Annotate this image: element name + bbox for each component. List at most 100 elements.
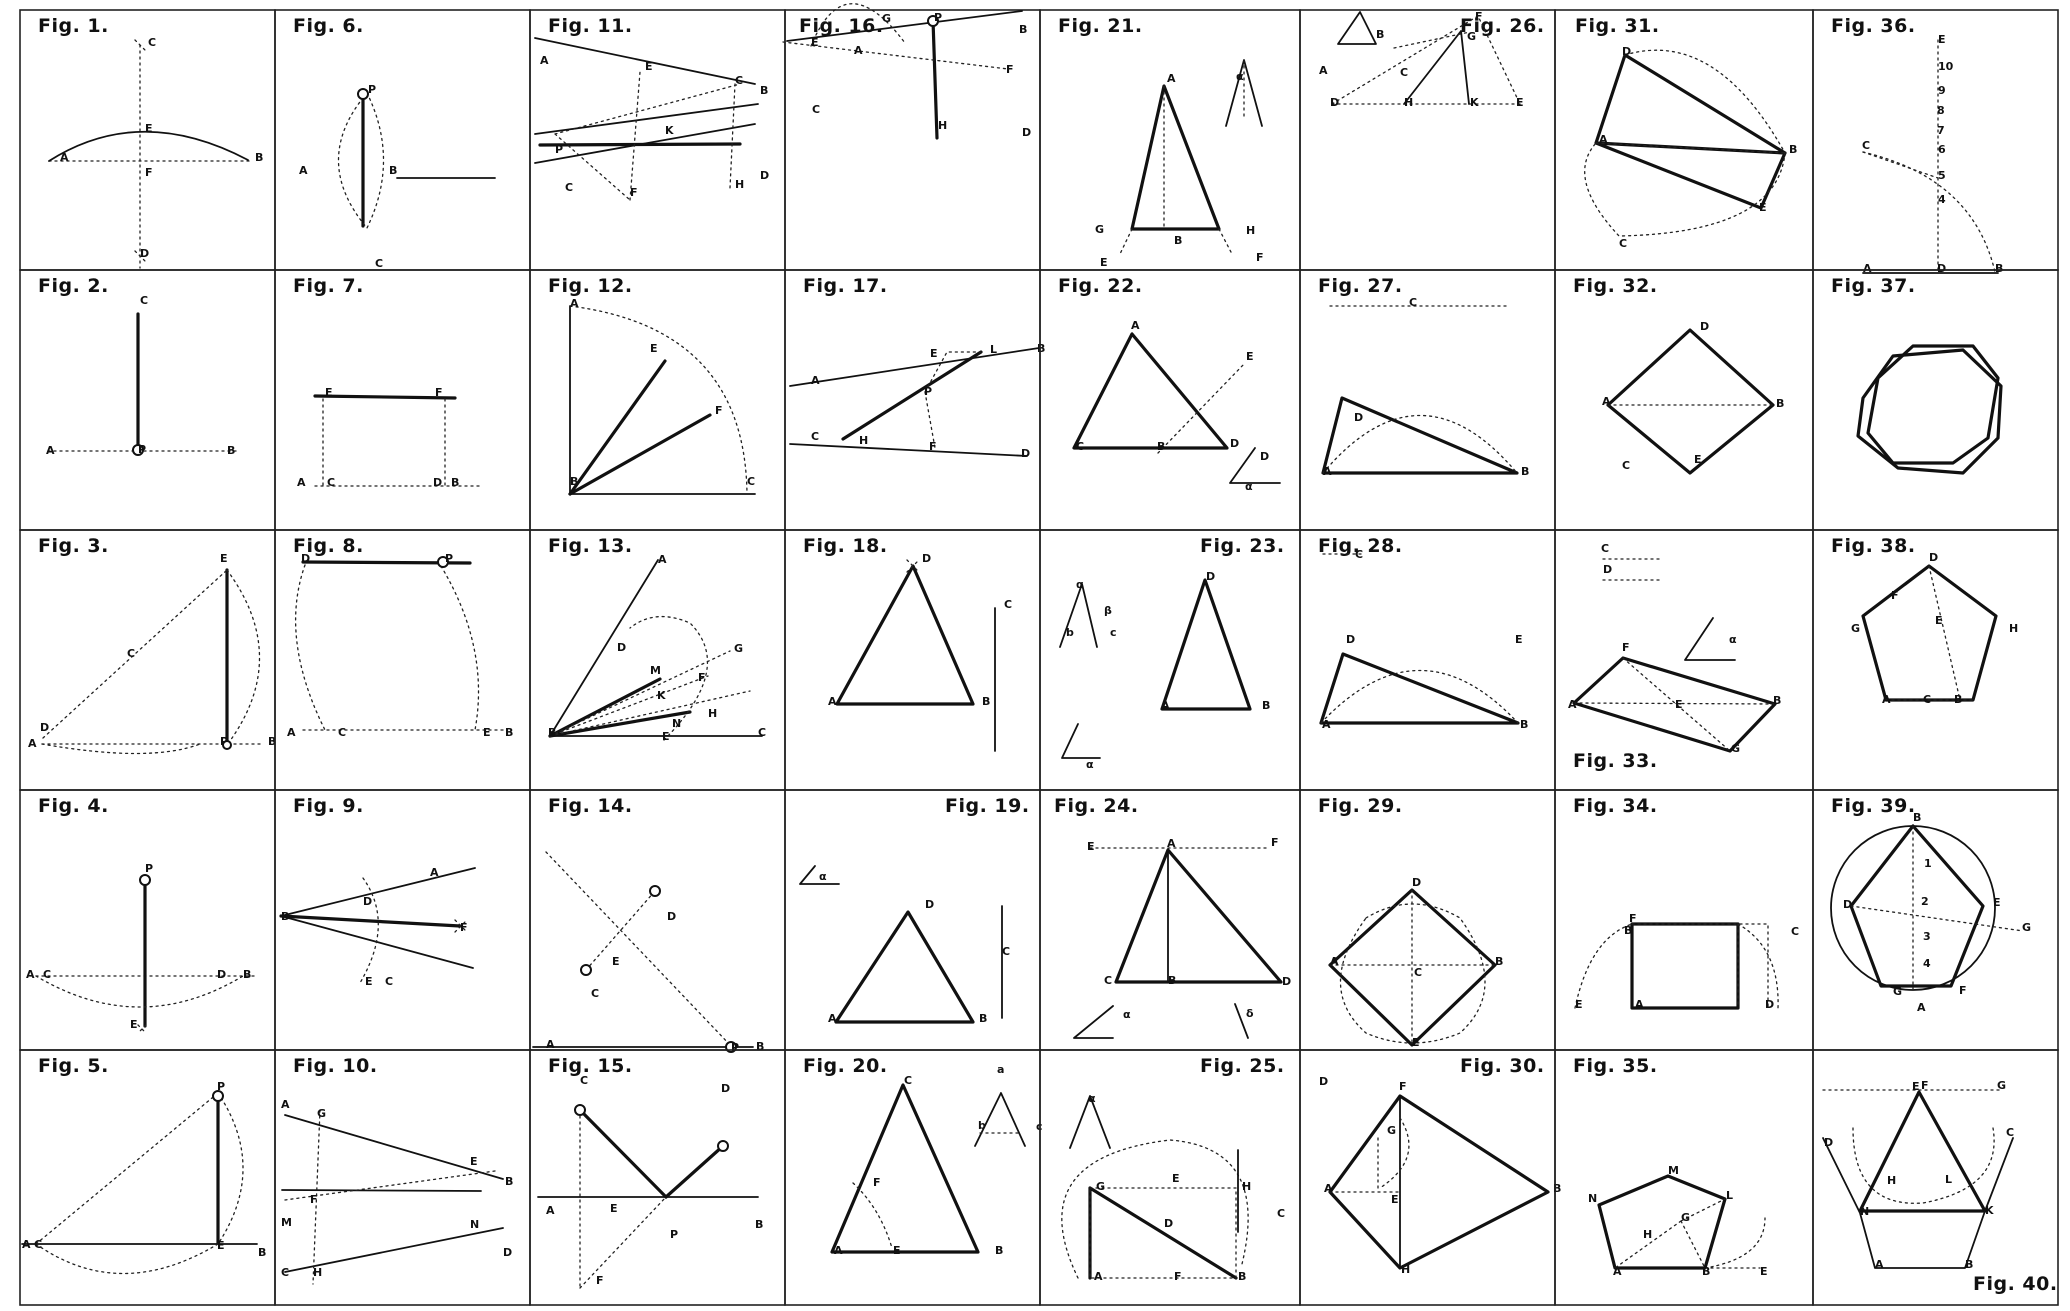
figure-9-point-label: F (460, 921, 468, 934)
figure-25-point-label: C (1277, 1207, 1285, 1220)
figure-24-point-label: E (1087, 840, 1095, 853)
figure-27-point-label: D (1354, 411, 1363, 424)
figure-18-point-label: B (982, 695, 990, 708)
figure-11-label: Fig. 11. (548, 15, 633, 37)
figure-26-point-label: B (1376, 28, 1384, 41)
figure-26-line (1331, 15, 1521, 105)
figure-10-point-label: D (503, 1246, 512, 1259)
figure-2-point-marker (132, 444, 144, 456)
figure-32-point-label: B (1776, 397, 1784, 410)
figure-25-point-label: A (1094, 1270, 1103, 1283)
figure-33-point-label: A (1568, 698, 1577, 711)
figure-5-line (35, 1092, 219, 1245)
figure-27-point-label: B (1521, 465, 1529, 478)
figure-24-line (1114, 848, 1283, 984)
figure-13-line (549, 650, 751, 737)
figure-6-point-label: A (299, 164, 308, 177)
figure-38-point-label: F (1891, 589, 1899, 602)
figure-33-point-label: B (1773, 694, 1781, 707)
figure-20-label: Fig. 20. (803, 1055, 888, 1077)
figure-13-point-label: K (657, 689, 666, 702)
figure-35-point-label: A (1613, 1265, 1622, 1278)
figure-40-line (1822, 1137, 2014, 1269)
figure-25-panel: Fig. 25.αGEHDCAFBO (1039, 1049, 1301, 1306)
figure-13-point-label: B (548, 726, 556, 739)
figure-15-frame (529, 1049, 786, 1306)
figure-4-line (35, 975, 244, 1008)
figure-10-point-label: C (281, 1266, 289, 1279)
figure-33-point-label: G (1731, 742, 1740, 755)
figure-6-line (366, 92, 385, 229)
figure-36-point-label: 5 (1938, 169, 1946, 182)
figure-35-line (1597, 1174, 1727, 1270)
figure-13-point-label: F (698, 671, 706, 684)
figure-36-point-label: 7 (1937, 124, 1945, 137)
figure-23-frame (1039, 529, 1301, 791)
figure-21-frame (1039, 9, 1301, 271)
figure-33-line (1572, 656, 1777, 753)
figure-39-point-label: D (1843, 898, 1852, 911)
figure-29-point-label: A (1330, 955, 1339, 968)
figure-24-point-label: A (1167, 837, 1176, 850)
figure-23-line (1059, 583, 1098, 648)
figure-30-line (1379, 1117, 1410, 1189)
figure-10-label: Fig. 10. (293, 1055, 378, 1077)
figure-4-point-label: P (145, 862, 153, 875)
figure-13-label: Fig. 13. (548, 535, 633, 557)
figure-34-point-label: A (1635, 998, 1644, 1011)
figure-29-line (1328, 888, 1497, 1047)
figure-30-panel: Fig. 30.DFGAEBHC (1299, 1049, 1561, 1306)
figure-19-point-label: A (828, 1012, 837, 1025)
figure-26-point-label: K (1470, 96, 1479, 109)
figure-29-point-label: E (1412, 1036, 1420, 1049)
figure-28-point-label: A (1322, 718, 1331, 731)
figure-30-point-label: G (1387, 1124, 1396, 1137)
figure-16-line (782, 41, 1009, 70)
figure-25-point-label: H (1242, 1180, 1251, 1193)
figure-11-line (538, 142, 742, 147)
figure-29-point-label: B (1495, 955, 1503, 968)
figure-7-line (313, 394, 457, 400)
figure-13-line (548, 677, 662, 738)
figure-31-point-label: C (1619, 237, 1627, 250)
figure-7-frame (274, 269, 531, 531)
figure-1-point-label: B (255, 151, 263, 164)
figure-40-point-label: K (1985, 1204, 1994, 1217)
figure-13-line (548, 710, 692, 738)
figure-22-point-label: E (1246, 350, 1254, 363)
figure-14-point-label: E (612, 955, 620, 968)
figure-24-point-label: F (1271, 836, 1279, 849)
figure-24-point-label: α (1123, 1008, 1131, 1021)
figure-19-label: Fig. 19. (945, 795, 1030, 817)
figure-24-point-label: D (1282, 975, 1291, 988)
figure-40-point-label: A (1875, 1258, 1884, 1271)
figure-28-point-label: B (1520, 718, 1528, 731)
figure-12-frame (529, 269, 786, 531)
figure-36-point-label: E (1938, 33, 1946, 46)
figure-23-label: Fig. 23. (1200, 535, 1285, 557)
figure-10-line (284, 1227, 504, 1273)
figure-23-point-label: B (1262, 699, 1270, 712)
figure-28-point-label: E (1515, 633, 1523, 646)
figure-22-point-label: D (1230, 437, 1239, 450)
figure-6-point-label: P (368, 83, 376, 96)
figure-35-label: Fig. 35. (1573, 1055, 1658, 1077)
figure-17-point-label: B (1037, 342, 1045, 355)
figure-18-point-label: C (1004, 598, 1012, 611)
figure-33-point-label: C (1601, 542, 1609, 555)
figure-14-point-label: D (667, 910, 676, 923)
